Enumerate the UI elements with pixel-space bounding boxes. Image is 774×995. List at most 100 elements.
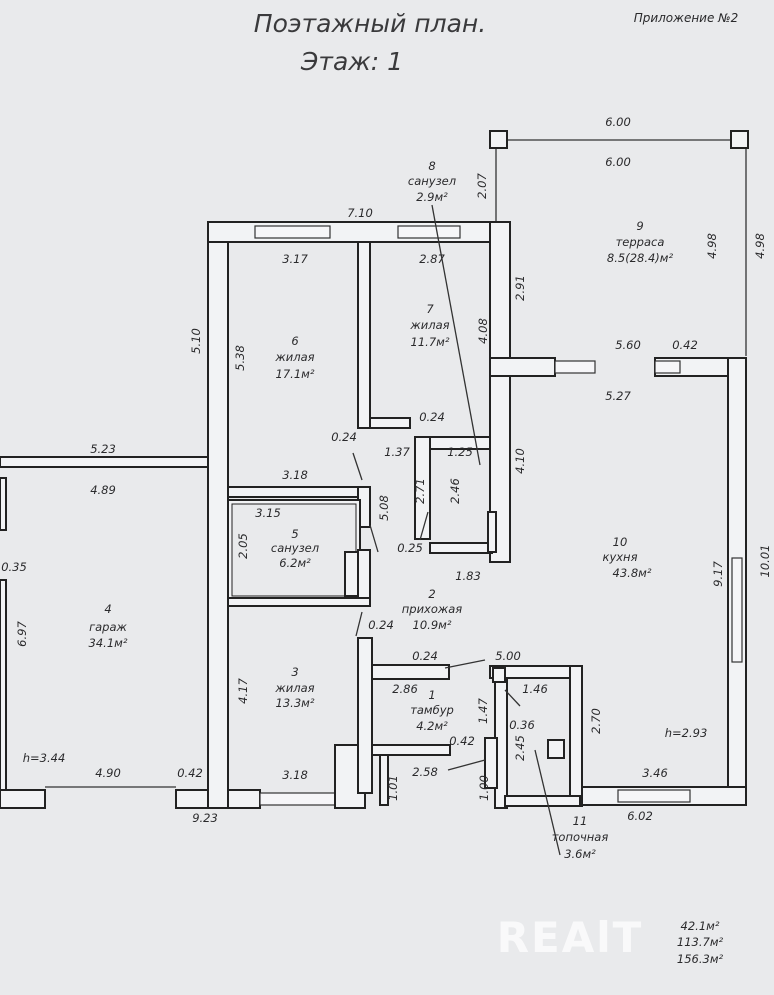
room-number: 2: [428, 587, 435, 601]
room-number: 3: [291, 665, 298, 679]
dimension-label: 2.46: [448, 478, 462, 504]
room-bathroom-8: 8 санузел 2.9м²: [408, 159, 457, 204]
dimension-label: 6.02: [627, 809, 653, 823]
dimension-label: 3.18: [282, 468, 308, 482]
dimension-label: 5.38: [233, 345, 247, 371]
room-number: 8: [428, 159, 435, 173]
room-number: 7: [426, 302, 434, 316]
dimension-label: 0.42: [449, 734, 475, 748]
dimension-label: 4.17: [236, 678, 250, 704]
dimension-label: 1.00: [477, 775, 491, 801]
dimension-label: 4.98: [705, 233, 719, 259]
dimension-label: 0.24: [331, 430, 357, 444]
kitchen-height: h=2.93: [665, 726, 708, 740]
dimension-label: 2.45: [513, 735, 527, 761]
room-area: 10.9м²: [413, 618, 452, 632]
room-name: прихожая: [402, 602, 463, 616]
walls: [0, 221, 747, 809]
room-area: 17.1м²: [276, 367, 315, 381]
dimension-label: 2.70: [589, 708, 603, 734]
dimension-label: 0.24: [368, 618, 394, 632]
leader-lines: [352, 204, 561, 856]
dimension-label: 9.23: [192, 811, 218, 825]
dimension-label: 9.17: [711, 561, 725, 587]
room-garage: 4 гараж 34.1м²: [89, 602, 128, 650]
dimension-label: 1.83: [455, 569, 481, 583]
room-living-6: 6 жилая 17.1м²: [274, 334, 314, 381]
room-area: 6.2м²: [279, 556, 311, 570]
dimension-label: 2.87: [419, 252, 445, 266]
dimension-label: 4.08: [476, 318, 490, 344]
dimension-label: 2.05: [236, 533, 250, 559]
dimension-label: 2.86: [392, 682, 418, 696]
room-hallway: 2 прихожая 10.9м²: [402, 587, 463, 632]
room-number: 9: [636, 219, 643, 233]
dimension-label: 2.91: [513, 275, 527, 301]
dimension-label: 10.01: [758, 545, 772, 578]
dimension-label: 3.18: [282, 768, 308, 782]
room-number: 5: [291, 527, 298, 541]
room-number: 11: [573, 814, 588, 828]
dimension-label: 1.37: [384, 445, 410, 459]
room-number: 4: [104, 602, 111, 616]
dimension-label: 1.47: [476, 698, 490, 724]
room-name: топочная: [552, 830, 609, 844]
room-name: тамбур: [410, 703, 454, 717]
dimension-label: 0.35: [1, 560, 27, 574]
room-area: 13.3м²: [276, 696, 315, 710]
total-area-1: 42.1м²: [681, 919, 720, 933]
dimension-label: 0.36: [509, 718, 535, 732]
dimension-label: 0.24: [419, 410, 445, 424]
dimension-label: 0.42: [672, 338, 698, 352]
plan-title: Поэтажный план.: [254, 9, 486, 38]
terrace-outline: [489, 130, 749, 356]
room-name: гараж: [89, 620, 127, 634]
total-area-2: 113.7м²: [677, 935, 724, 949]
dimension-label: 1.01: [386, 775, 400, 801]
dimension-label: 6.00: [605, 115, 631, 129]
dimension-label: 5.60: [615, 338, 641, 352]
dimension-label: 6.97: [15, 621, 29, 647]
room-area: 3.6м²: [564, 847, 596, 861]
room-number: 1: [428, 688, 435, 702]
room-number: 10: [613, 535, 628, 549]
total-area-3: 156.3м²: [677, 952, 724, 966]
room-area: 8.5(28.4)м²: [607, 251, 674, 265]
room-area: 11.7м²: [411, 335, 450, 349]
dimension-label: 5.23: [90, 442, 116, 456]
room-bathroom-5: 5 санузел 6.2м²: [271, 527, 320, 570]
area-totals: 42.1м² 113.7м² 156.3м²: [677, 919, 724, 966]
dimension-label: 3.46: [642, 766, 668, 780]
dimension-label: 0.25: [397, 541, 423, 555]
dimension-label: 3.17: [282, 252, 308, 266]
room-name: санузел: [408, 174, 457, 188]
room-area: 43.8м²: [613, 566, 652, 580]
dimension-label: 6.00: [605, 155, 631, 169]
room-boiler: 11 топочная 3.6м²: [552, 814, 609, 861]
dimension-label: 0.42: [177, 766, 203, 780]
dimension-label: 2.71: [413, 478, 427, 504]
dimension-label: 0.24: [412, 649, 438, 663]
room-area: 34.1м²: [89, 636, 128, 650]
room-name: терраса: [616, 235, 665, 249]
room-vestibule: 1 тамбур 4.2м²: [410, 688, 454, 733]
dimension-label: 3.15: [255, 506, 281, 520]
dimension-label: 2.07: [475, 173, 489, 199]
dimension-label: 7.10: [347, 206, 373, 220]
dimension-label: 4.90: [95, 766, 121, 780]
realt-watermark-logo: REAlT: [497, 913, 644, 962]
room-number: 6: [291, 334, 298, 348]
room-name: жилая: [409, 318, 449, 332]
dimension-label: 1.25: [447, 445, 473, 459]
dimension-label: 5.27: [605, 389, 631, 403]
dimension-label: 5.00: [495, 649, 521, 663]
appendix-label: Приложение №2: [634, 11, 739, 25]
room-area: 2.9м²: [416, 190, 448, 204]
room-living-3: 3 жилая 13.3м²: [274, 665, 314, 710]
room-area: 4.2м²: [416, 719, 448, 733]
garage-height: h=3.44: [23, 751, 66, 765]
dimension-label: 4.89: [90, 483, 116, 497]
